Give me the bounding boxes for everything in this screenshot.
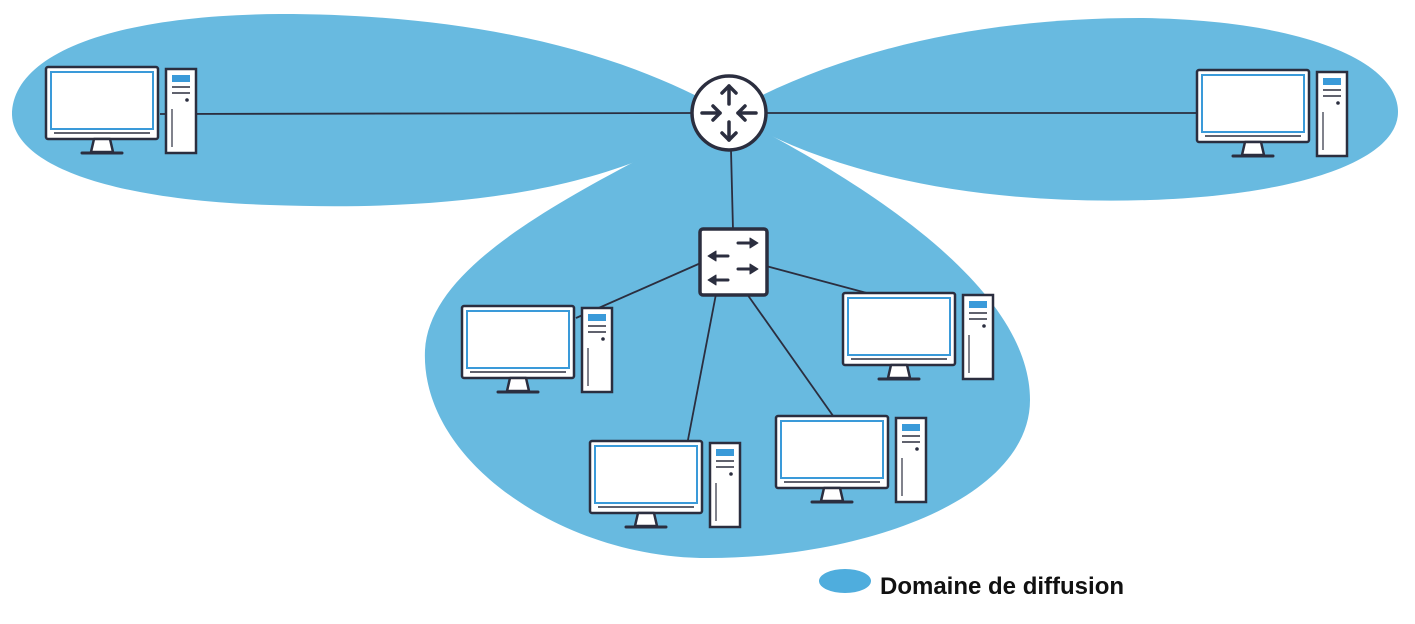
legend-swatch	[819, 569, 871, 593]
legend: Domaine de diffusion	[819, 569, 1124, 600]
legend-label: Domaine de diffusion	[880, 573, 1124, 600]
link-switch-pc-bottom-2	[686, 293, 717, 446]
computer-icon	[841, 291, 995, 381]
network-links	[159, 112, 1200, 446]
broadcast-domain-right	[728, 18, 1398, 201]
link-switch-pc-bottom-3	[746, 293, 837, 421]
link-router-pc-left	[159, 112, 695, 115]
link-switch-pc-bottom-4	[765, 265, 879, 297]
computer-icon	[460, 304, 614, 394]
switch-icon	[698, 227, 769, 297]
computer-icon	[1195, 68, 1349, 158]
computer-icon	[588, 439, 742, 529]
computer-icon	[44, 65, 198, 155]
router-icon	[690, 74, 768, 152]
broadcast-domains	[12, 14, 1398, 559]
link-router-switch	[730, 149, 734, 231]
broadcast-domain-left	[12, 14, 728, 207]
computer-icon	[774, 414, 928, 504]
